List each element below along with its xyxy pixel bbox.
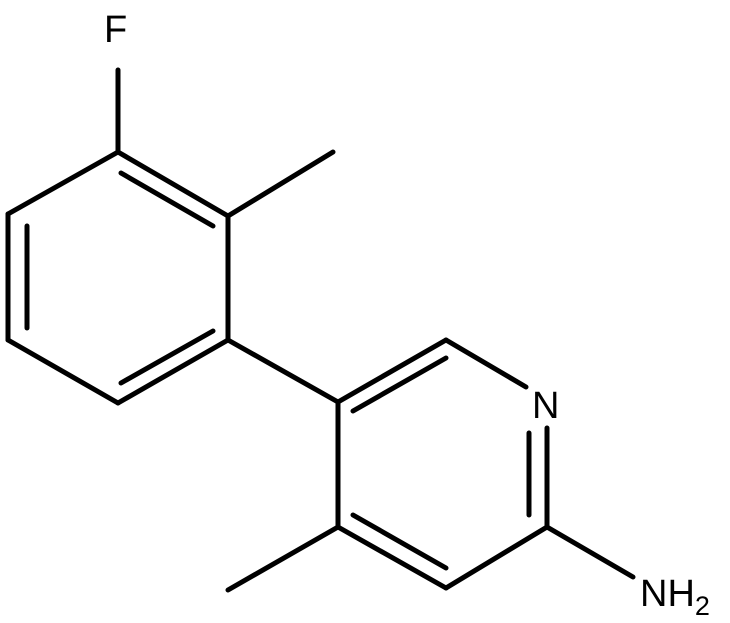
- bond-c2p-nh2: [544, 524, 636, 580]
- bond-biaryl: [225, 337, 341, 405]
- fluorine-label: F: [104, 9, 127, 51]
- amine-text: NH: [640, 573, 695, 615]
- bond-c6p-n: [443, 337, 529, 390]
- amine-subscript: 2: [695, 591, 710, 621]
- bond-c3p-c4p: [335, 524, 449, 591]
- amine-label: NH2: [640, 573, 710, 621]
- bond-c3-c4: [115, 337, 231, 406]
- phenyl-ring: [5, 149, 231, 406]
- bond-c3p-c4p-inner: [350, 512, 449, 571]
- bond-c5p-c6p: [335, 337, 449, 405]
- ring-nitrogen-label: N: [532, 385, 559, 427]
- bond-c3-c4-inner: [118, 328, 216, 386]
- bond-c2-methyl: [225, 149, 336, 219]
- bond-c1-c2: [115, 149, 231, 219]
- bond-c4p-methyl: [225, 524, 341, 593]
- pyridine-ring: [335, 337, 550, 591]
- bond-c2p-c3p: [443, 524, 550, 591]
- phenyl-substituents: [115, 67, 341, 405]
- bond-c6-c1: [5, 149, 121, 217]
- pyridine-substituents: [225, 524, 636, 593]
- bond-c1-c2-inner: [118, 170, 216, 229]
- bond-c4-c5: [5, 337, 121, 406]
- bond-c5p-c6p-inner: [350, 355, 449, 414]
